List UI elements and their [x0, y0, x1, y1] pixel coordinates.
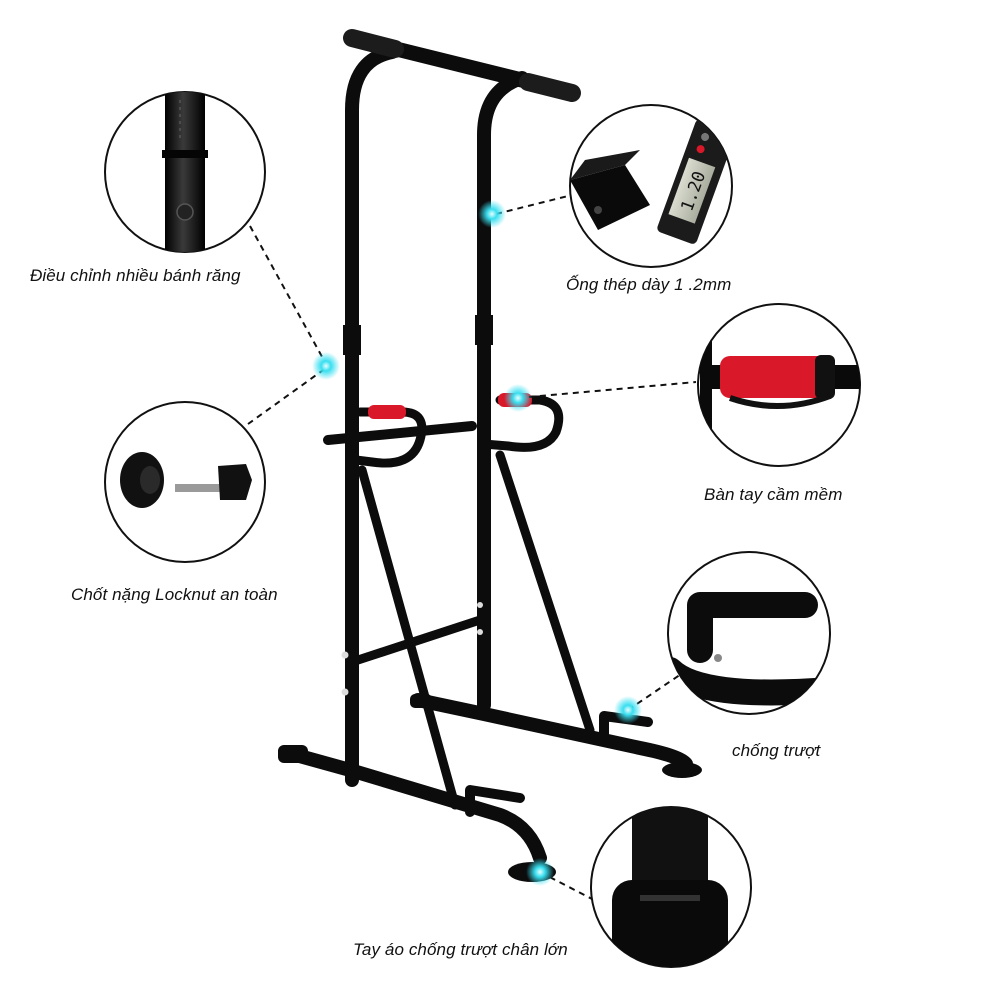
hotspot-antislip	[614, 696, 642, 724]
detail-steel-tube: 1.20	[569, 104, 733, 268]
caption-locknut: Chốt nặng Locknut an toàn	[71, 585, 278, 604]
power-tower-frame	[278, 29, 693, 865]
lower-crossbar	[353, 615, 485, 665]
detail-soft-grip	[697, 303, 861, 467]
detail-anti-slip	[667, 551, 831, 715]
hotspot-steel	[478, 200, 506, 228]
hotspot-gear	[312, 352, 340, 380]
back-crossbar	[323, 421, 477, 445]
caption-soft-grip: Bàn tay cầm mềm	[704, 485, 843, 504]
caption-steel-tube: Ống thép dày 1 .2mm	[566, 275, 732, 294]
detail-gear-adjust	[104, 91, 266, 253]
front-leg-left	[357, 465, 460, 810]
caption-anti-slip: chống trượt	[732, 741, 821, 760]
hotspots	[312, 200, 642, 886]
base-rail-left	[278, 745, 547, 865]
hotspot-grip	[504, 384, 532, 412]
hotspot-sleeve	[526, 858, 554, 886]
front-leg-right	[495, 450, 595, 735]
dip-handle-right	[479, 395, 564, 452]
pushup-handle-left	[465, 785, 525, 817]
dip-handle-left	[351, 407, 427, 468]
caption-gear-adjust: Điều chỉnh nhiều bánh răng	[30, 266, 241, 285]
detail-locknut	[104, 401, 266, 563]
frame-bolts	[341, 602, 483, 696]
caption-foot-sleeve: Tay áo chống trượt chân lớn	[353, 940, 568, 959]
base-rail-right	[411, 693, 693, 771]
detail-foot-sleeve	[590, 806, 752, 968]
